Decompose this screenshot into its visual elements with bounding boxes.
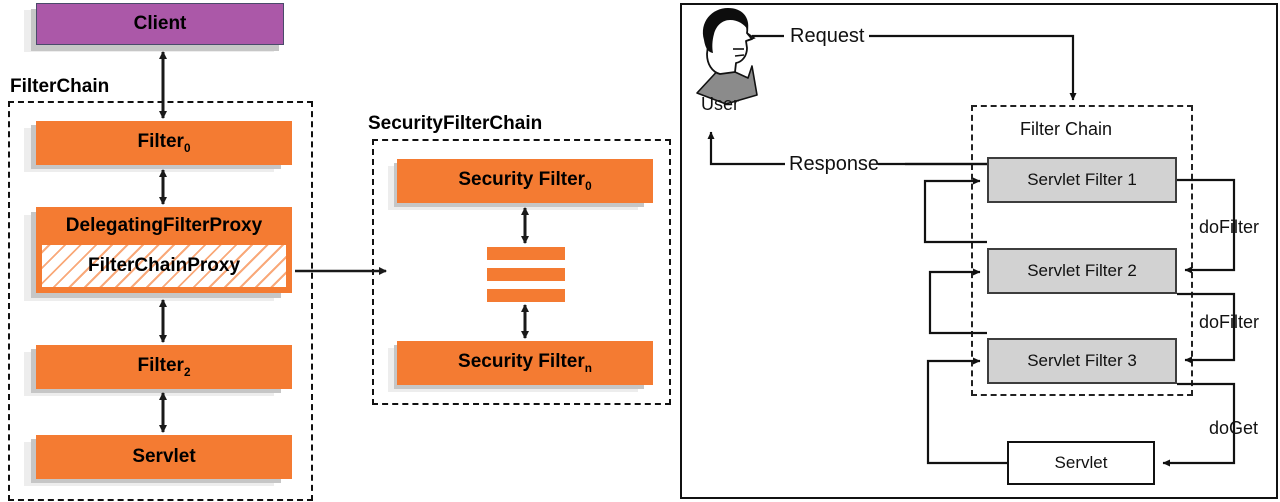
ellipsis-bar-1	[487, 247, 565, 260]
servlet-filter-chain-group-label: Filter Chain	[1020, 119, 1113, 139]
node-filter-2-subscript: 2	[183, 365, 191, 379]
node-filter-2[interactable]: Filter2	[36, 345, 292, 389]
filterchain-group-label: FilterChain	[10, 76, 110, 97]
node-filter-chain-proxy[interactable]: FilterChainProxy	[40, 243, 288, 289]
node-client-label: Client	[133, 13, 187, 34]
user-label: User	[701, 94, 740, 114]
filterchain-group-box	[8, 101, 313, 501]
label-request: Request	[790, 25, 865, 47]
label-dofilter-2: doFilter	[1199, 312, 1260, 332]
node-security-filter-n-label: Security Filtern	[458, 351, 592, 375]
node-filter-0[interactable]: Filter0	[36, 121, 292, 165]
node-servlet-right[interactable]: Servlet	[1007, 441, 1155, 485]
node-servlet-filter-1[interactable]: Servlet Filter 1	[987, 157, 1177, 203]
node-security-filter-0-subscript: 0	[585, 179, 592, 193]
node-servlet-filter-1-label: Servlet Filter 1	[1027, 170, 1137, 189]
node-security-filter-n-subscript: n	[584, 361, 592, 375]
node-client[interactable]: Client	[36, 3, 284, 45]
node-filter-2-label: Filter2	[137, 355, 191, 379]
node-filter-0-subscript: 0	[183, 141, 191, 155]
label-dofilter-1: doFilter	[1199, 217, 1260, 237]
securityfilterchain-group-label: SecurityFilterChain	[368, 113, 543, 134]
node-security-filter-0-label: Security Filter0	[458, 169, 592, 193]
node-servlet-left-label: Servlet	[132, 446, 196, 467]
ellipsis-bar-3	[487, 289, 565, 302]
node-delegating-filter-proxy[interactable]: DelegatingFilterProxy FilterChainProxy	[36, 207, 292, 293]
label-response: Response	[789, 153, 880, 175]
node-security-filter-0[interactable]: Security Filter0	[397, 159, 653, 203]
node-delegating-filter-proxy-title: DelegatingFilterProxy	[36, 207, 292, 245]
node-servlet-filter-2-label: Servlet Filter 2	[1027, 261, 1137, 280]
node-servlet-right-label: Servlet	[1054, 453, 1108, 472]
node-security-filter-n[interactable]: Security Filtern	[397, 341, 653, 385]
servlet-filter-chain-group-box	[971, 105, 1193, 396]
ellipsis-bar-2	[487, 268, 565, 281]
user-head-profile-icon	[696, 8, 758, 105]
dfp-label: DelegatingFilterProxy	[65, 215, 263, 236]
node-servlet-filter-3-label: Servlet Filter 3	[1027, 351, 1137, 370]
node-servlet-left[interactable]: Servlet	[36, 435, 292, 479]
node-servlet-filter-2[interactable]: Servlet Filter 2	[987, 248, 1177, 294]
node-filter-0-label: Filter0	[137, 131, 191, 155]
right-panel-frame	[680, 3, 1278, 499]
node-servlet-filter-3[interactable]: Servlet Filter 3	[987, 338, 1177, 384]
fcp-label: FilterChainProxy	[87, 255, 241, 276]
